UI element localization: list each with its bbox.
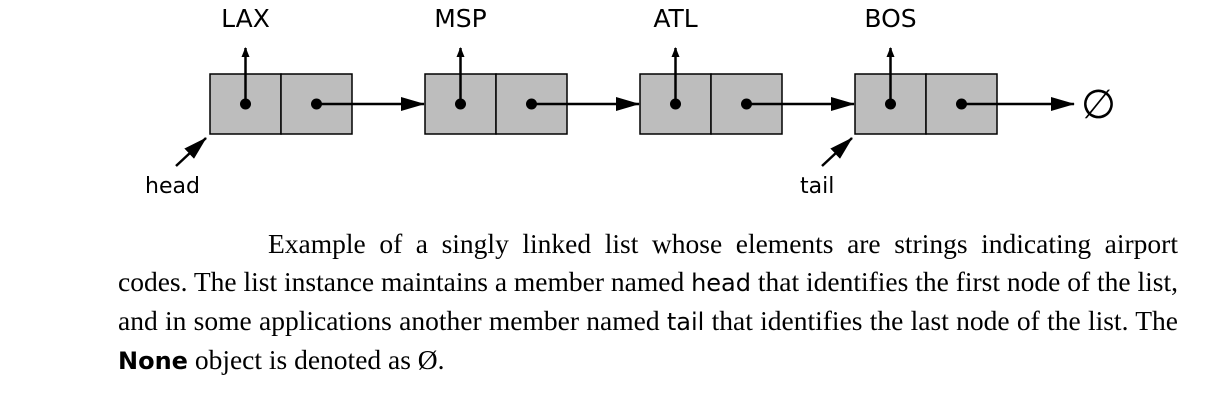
null-symbol: ∅ [1081,82,1116,128]
linked-list-diagram: LAX MSP ATL BOS head tail ∅ [145,4,1116,199]
element-pointer-dot [885,98,896,110]
caption-text-2: that identifies the first node of the li… [118,266,1178,336]
node-element-label: MSP [434,4,487,33]
next-pointer-dot [741,98,752,110]
caption-head-code: head [691,269,751,297]
head-pointer-arrow [175,137,207,167]
caption-tail-code: tail [666,308,705,336]
tail-label: tail [800,174,834,199]
node-element-label: ATL [653,4,697,33]
element-pointer-dot [670,98,681,110]
next-pointer-dot [956,98,967,110]
caption-none-keyword: None [118,347,188,375]
next-pointer-dot [311,98,322,110]
head-label: head [145,174,200,199]
caption-text-1: Example of a singly linked list whose el… [118,228,1178,297]
next-pointer-dot [526,98,537,110]
figure-caption: Example of a singly linked list whose el… [118,225,1178,380]
caption-text-3: that identifies the last node of the lis… [704,305,1178,336]
tail-pointer-arrow [821,137,853,167]
element-pointer-dot [240,98,251,110]
node-element-label: LAX [221,4,270,33]
caption-text-4: object is denoted as Ø. [187,344,445,375]
node-element-label: BOS [864,4,916,33]
element-pointer-dot [455,98,466,110]
